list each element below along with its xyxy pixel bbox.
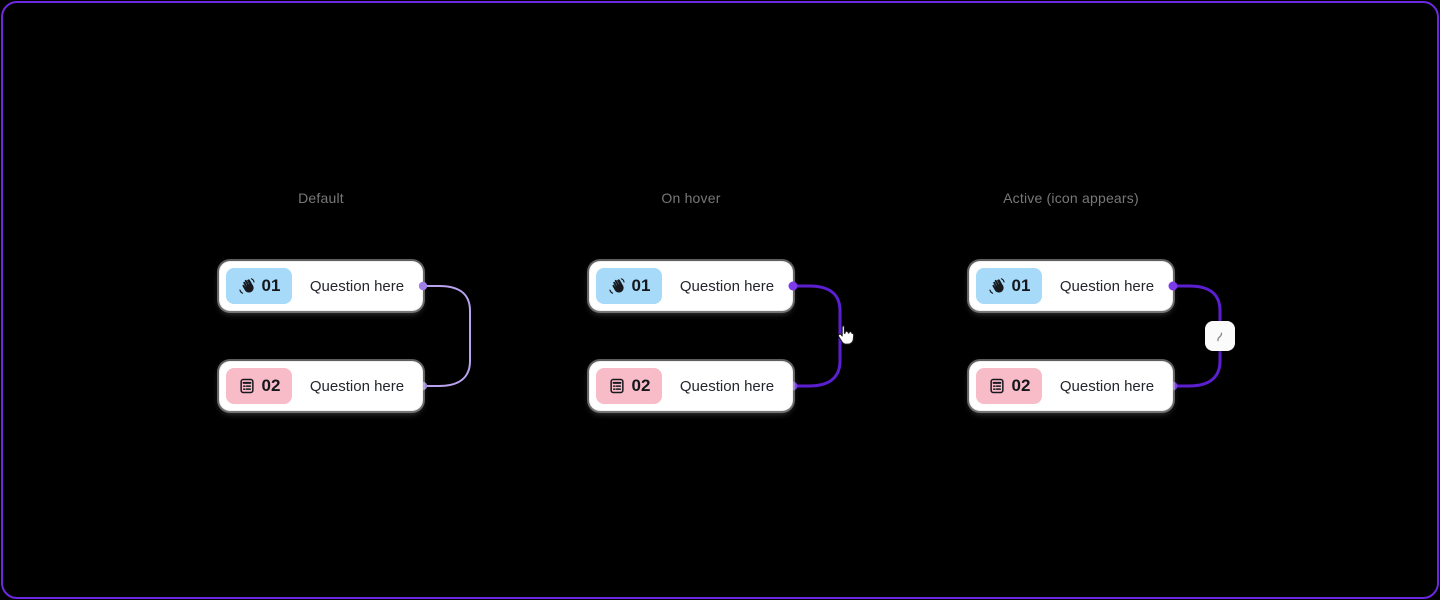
node-number: 01 xyxy=(261,276,281,295)
node-number-badge: 01 xyxy=(226,268,292,304)
question-node-card[interactable]: 01 Question here xyxy=(590,262,792,310)
section-label: On hover xyxy=(661,190,721,206)
question-node-card[interactable]: 02 Question here xyxy=(590,362,792,410)
node-number-badge: 02 xyxy=(596,368,662,404)
state-section-active: Active (icon appears) 01 Question here 0… xyxy=(970,190,1280,460)
node-question-text: Question here xyxy=(309,277,405,295)
state-section-default: Default 01 Question here 02 Question her… xyxy=(220,190,530,460)
node-number-badge: 01 xyxy=(976,268,1042,304)
node-number-badge: 02 xyxy=(226,368,292,404)
hand-cursor-icon xyxy=(836,324,856,346)
node-number: 01 xyxy=(631,276,651,295)
node-question-text: Question here xyxy=(309,377,405,395)
waving-hand-icon xyxy=(988,277,1006,295)
section-label: Default xyxy=(298,190,344,206)
node-question-text: Question here xyxy=(679,377,775,395)
node-number: 02 xyxy=(261,376,281,395)
list-icon xyxy=(988,377,1006,395)
question-node-card[interactable]: 01 Question here xyxy=(970,262,1172,310)
curve-icon xyxy=(1213,329,1228,344)
question-node-card[interactable]: 01 Question here xyxy=(220,262,422,310)
node-question-text: Question here xyxy=(1059,277,1155,295)
state-section-hover: On hover 01 Question here 02 Question he… xyxy=(590,190,900,460)
node-question-text: Question here xyxy=(679,277,775,295)
section-label: Active (icon appears) xyxy=(1003,190,1139,206)
waving-hand-icon xyxy=(608,277,626,295)
question-node-card[interactable]: 02 Question here xyxy=(220,362,422,410)
connector-dot[interactable] xyxy=(788,281,798,291)
connector-line[interactable] xyxy=(418,278,477,394)
connector-dot[interactable] xyxy=(418,281,428,291)
list-icon xyxy=(238,377,256,395)
node-number: 01 xyxy=(1011,276,1031,295)
question-node-card[interactable]: 02 Question here xyxy=(970,362,1172,410)
node-number-badge: 01 xyxy=(596,268,662,304)
connector-dot[interactable] xyxy=(1168,281,1178,291)
node-number: 02 xyxy=(631,376,651,395)
waving-hand-icon xyxy=(238,277,256,295)
list-icon xyxy=(608,377,626,395)
node-number: 02 xyxy=(1011,376,1031,395)
node-number-badge: 02 xyxy=(976,368,1042,404)
node-question-text: Question here xyxy=(1059,377,1155,395)
connector-action-button[interactable] xyxy=(1205,321,1235,351)
